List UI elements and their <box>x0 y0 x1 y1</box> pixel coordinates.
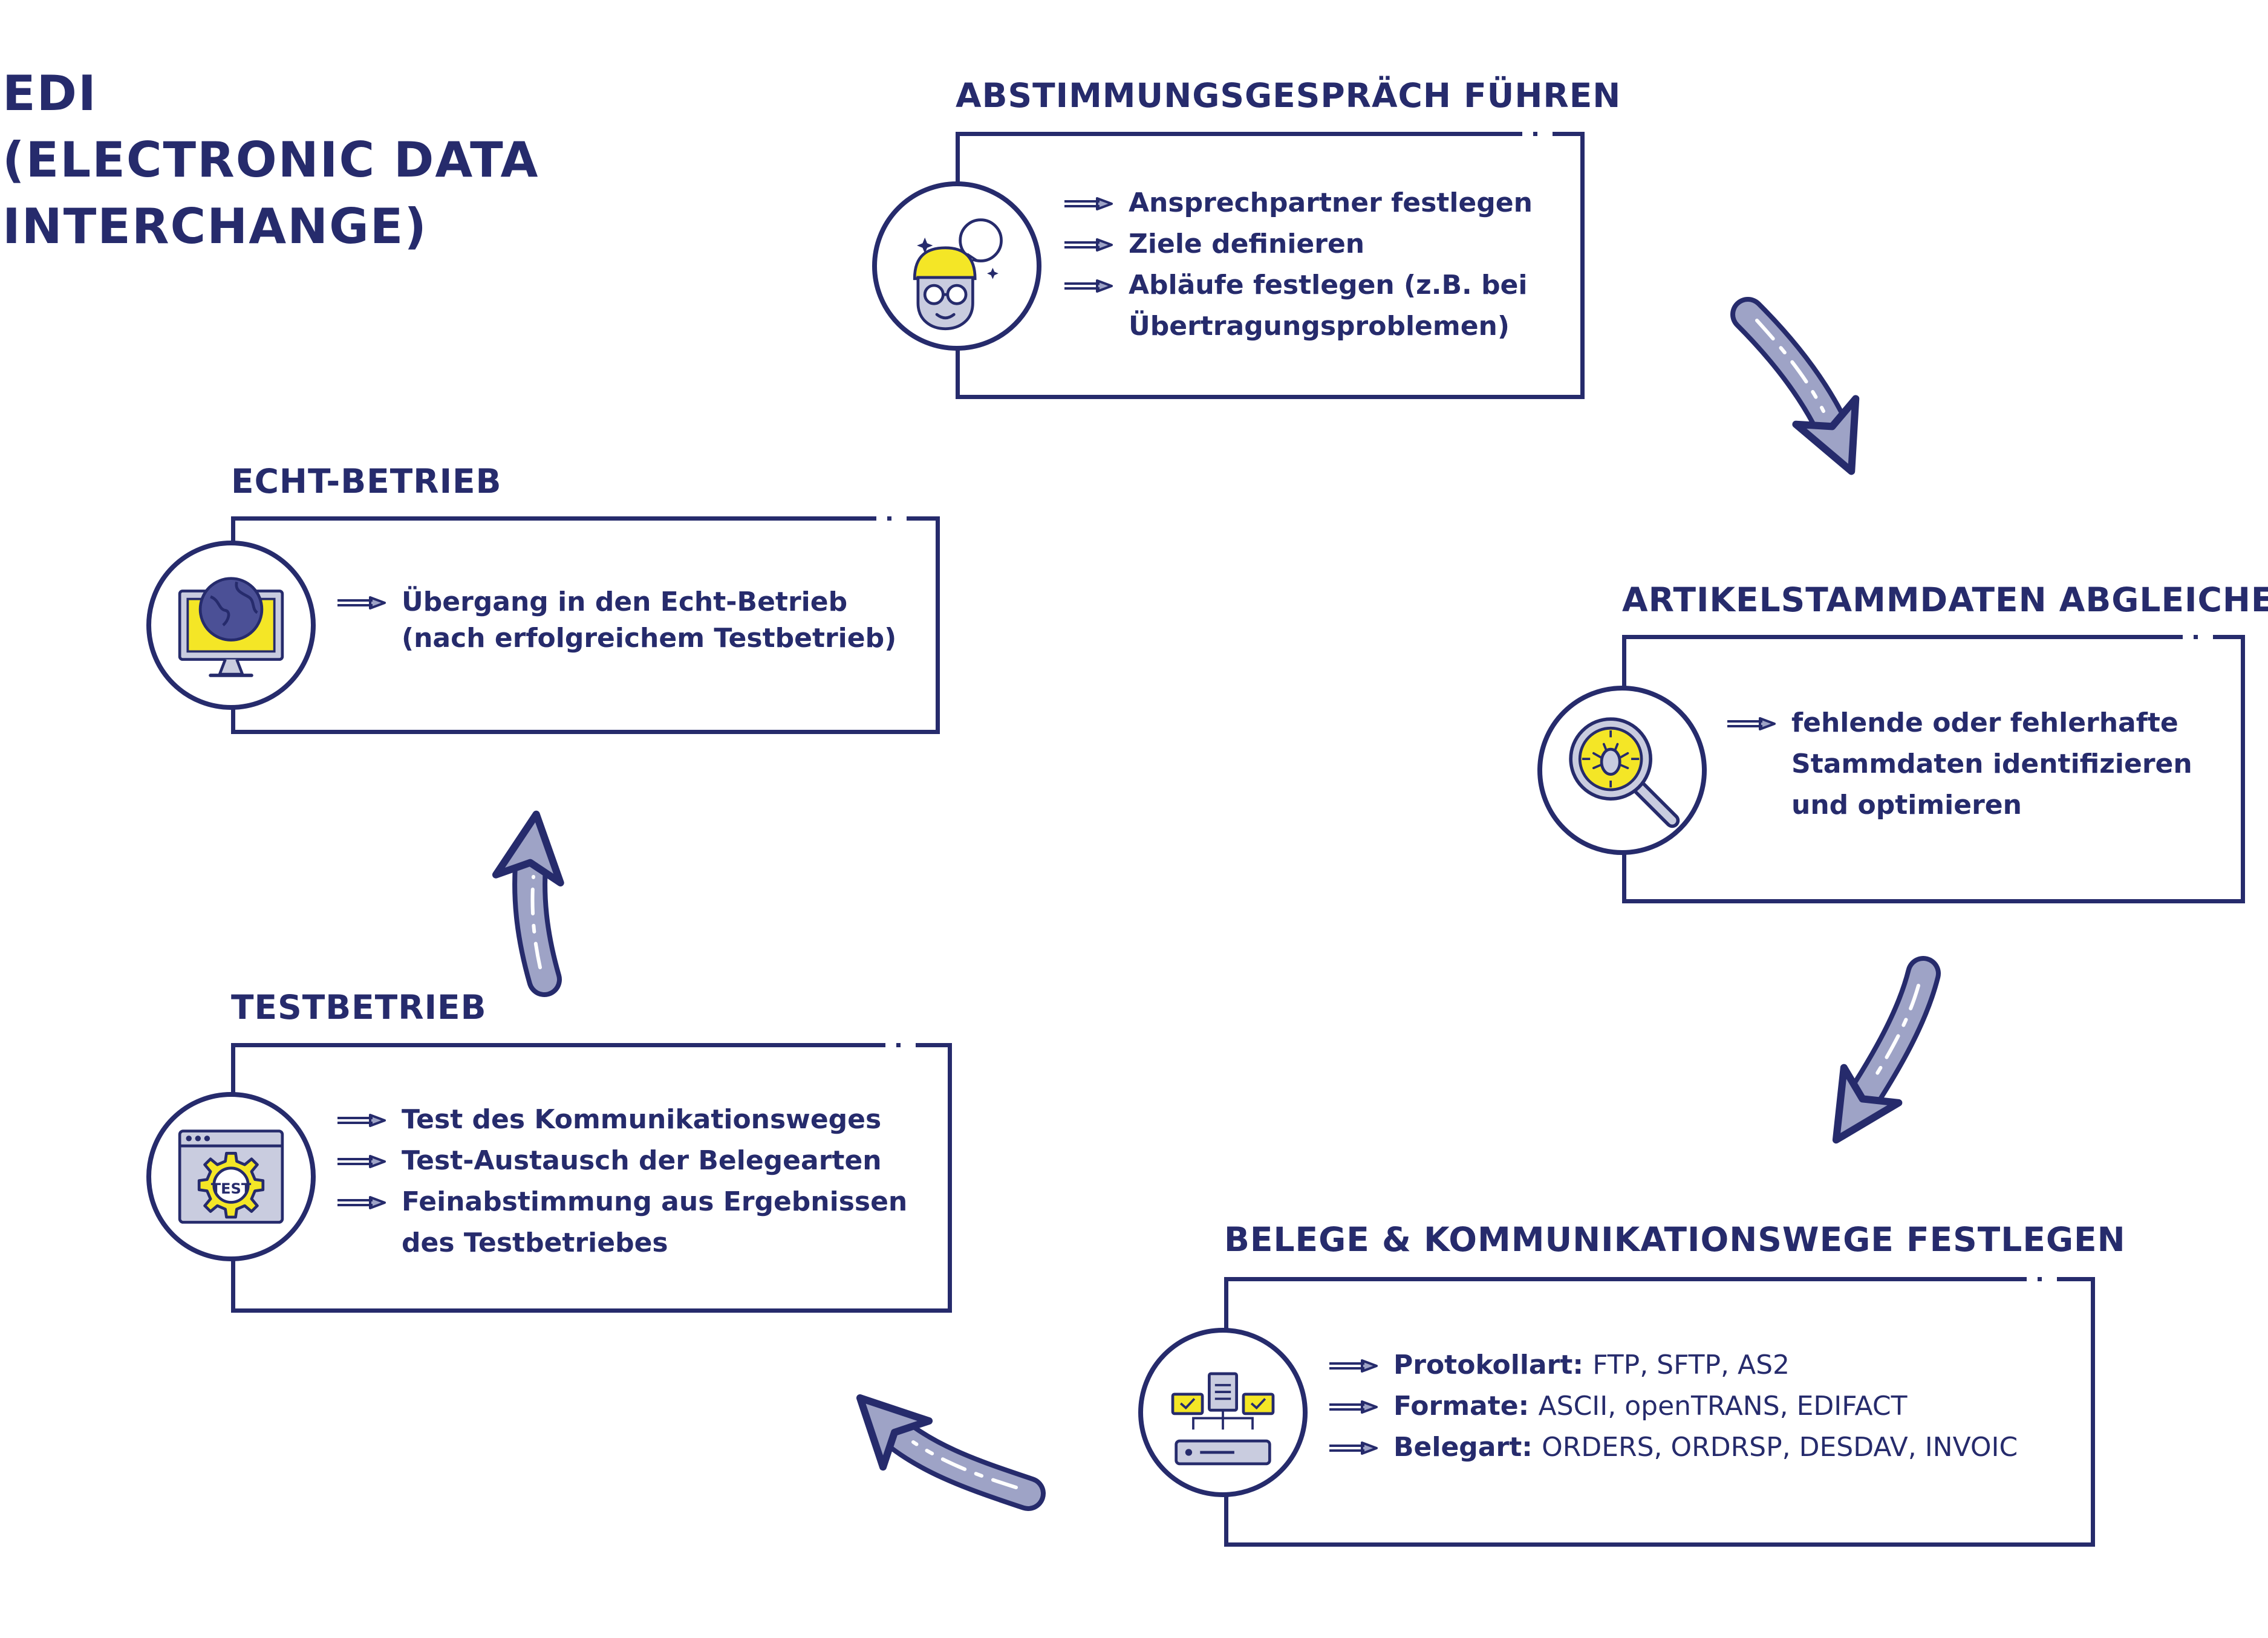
arrow-icon <box>337 1196 386 1209</box>
list-item: Feinabstimmung aus Ergebnissen <box>337 1181 907 1223</box>
test-icon-label: TEST <box>210 1180 252 1197</box>
step-box-test <box>231 1043 952 1313</box>
page-title: EDI (ELECTRONIC DATA INTERCHANGE) <box>2 65 539 255</box>
step-box-artikel <box>1622 635 2245 903</box>
flow-arrow-4 <box>492 810 564 997</box>
step-box-abstimmung <box>956 132 1585 399</box>
list-item: Belegart: ORDERS, ORDRSP, DESDAV, INVOIC <box>1329 1427 2018 1468</box>
step-title-test: TESTBETRIEB <box>231 988 487 1027</box>
arrow-icon <box>1329 1359 1378 1373</box>
arrow-icon <box>1329 1400 1378 1414</box>
person-speech-icon <box>872 181 1041 351</box>
arrow-icon <box>1064 279 1113 293</box>
step-title-abstimmung: ABSTIMMUNGSGESPRÄCH FÜHREN <box>956 76 1621 115</box>
arrow-icon <box>1329 1441 1378 1455</box>
test-gear-window-icon: TEST <box>146 1092 316 1261</box>
step-list-artikel: fehlende oder fehlerhafte Stammdaten ide… <box>1727 703 2192 826</box>
magnifier-bug-icon <box>1537 686 1707 855</box>
step-title-echt: ECHT-BETRIEB <box>231 462 502 501</box>
server-documents-icon <box>1138 1328 1308 1497</box>
flow-arrow-3 <box>856 1394 1046 1511</box>
step-list-belege: Protokollart: FTP, SFTP, AS2 Formate: AS… <box>1329 1345 2018 1468</box>
list-item-continued: und optimieren <box>1791 790 2022 821</box>
step-title-belege: BELEGE & KOMMUNIKATIONSWEGE FESTLEGEN <box>1224 1220 2126 1259</box>
step-list-echt: Übergang in den Echt-Betrieb (nach erfol… <box>337 584 897 657</box>
flow-arrow-1 <box>1730 297 1860 475</box>
step-title-artikel: ARTIKELSTAMMDATEN ABGLEICHEN <box>1622 580 2268 619</box>
arrow-icon <box>1727 717 1776 730</box>
step-list-abstimmung: Ansprechpartner festlegen Ziele definier… <box>1064 183 1533 347</box>
step-box-echt <box>231 516 940 734</box>
arrow-icon <box>337 1155 386 1168</box>
list-item: Übergang in den Echt-Betrieb <box>337 584 896 620</box>
list-item: Test-Austausch der Belegearten <box>337 1140 907 1181</box>
globe-monitor-icon <box>146 541 316 710</box>
list-item: Protokollart: FTP, SFTP, AS2 <box>1329 1345 2018 1386</box>
flow-arrow-2 <box>1832 956 1941 1144</box>
arrow-icon <box>1064 197 1113 210</box>
list-item-continued: des Testbetriebes <box>402 1227 668 1258</box>
arrow-icon <box>1064 238 1113 252</box>
list-item-continued: Stammdaten identifizieren <box>1791 749 2192 779</box>
list-item: Abläufe festlegen (z.B. bei <box>1064 265 1533 306</box>
list-item-continued: Übertragungsproblemen) <box>1129 311 1510 342</box>
step-box-belege <box>1224 1277 2095 1547</box>
list-item: Ziele definieren <box>1064 224 1533 265</box>
list-item: Ansprechpartner festlegen <box>1064 183 1533 224</box>
list-item: Test des Kommunikationsweges <box>337 1099 907 1140</box>
arrow-icon <box>337 596 386 609</box>
list-item: Formate: ASCII, openTRANS, EDIFACT <box>1329 1386 2018 1427</box>
step-list-test: Test des Kommunikationsweges Test-Austau… <box>337 1099 907 1264</box>
arrow-icon <box>337 1114 386 1127</box>
list-item: fehlende oder fehlerhafte <box>1727 703 2192 744</box>
list-item-continued: (nach erfolgreichem Testbetrieb) <box>402 623 897 654</box>
